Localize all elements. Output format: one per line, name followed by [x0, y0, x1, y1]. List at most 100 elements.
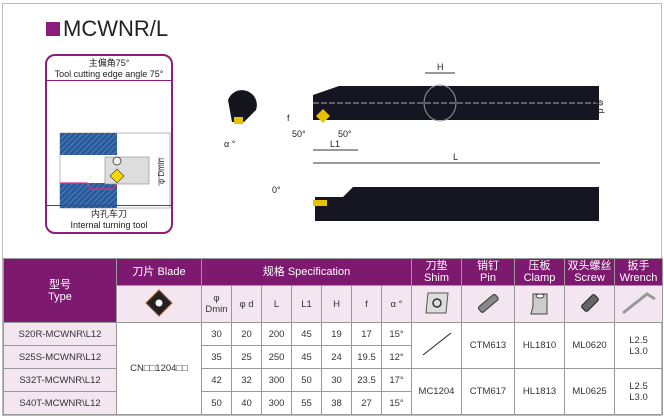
page-title: MCWNR/L [46, 16, 168, 42]
clamp-cell: HL1813 [514, 368, 565, 415]
clamp-icon [514, 285, 565, 323]
wrench-cn: 扳手 [627, 260, 650, 272]
type-cell: S40T-MCWNR\L12 [3, 391, 117, 415]
screw-cell: ML0625 [564, 368, 615, 415]
spec-cell: 23.5 [351, 368, 382, 392]
wrench-size: L3.0 [629, 345, 648, 357]
angle-en: Tool cutting edge angle 75° [54, 69, 164, 79]
col-h: H [321, 285, 352, 323]
clamp-cn: 压板 [528, 260, 551, 272]
pin-cell: CTM613 [461, 322, 515, 369]
type-en: Type [48, 290, 72, 303]
h-label: H [437, 62, 444, 72]
spec-cell: 42 [201, 368, 232, 392]
wrench-size: L3.0 [629, 391, 648, 403]
shim-en: Shim [423, 272, 450, 284]
angle-cn: 主偏角75° [88, 58, 130, 68]
f-label: f [287, 113, 290, 123]
l1-label: L1 [330, 139, 340, 149]
clamp-cell: HL1810 [514, 322, 565, 369]
shim-none [411, 322, 462, 369]
type-cn: 型号 [49, 278, 71, 291]
spec-cell: 27 [351, 391, 382, 415]
col-dmin: φ Dmin [201, 285, 232, 323]
spec-cell: 300 [261, 391, 292, 415]
spec-cell: 50 [291, 368, 322, 392]
blade-header: 刀片 Blade [116, 258, 202, 286]
spec-cell: 15° [381, 391, 412, 415]
page-frame [2, 3, 662, 416]
pin-icon [461, 285, 515, 323]
type-cell: S32T-MCWNR\L12 [3, 368, 117, 392]
screw-en: Screw [574, 272, 605, 284]
spec-header: 规格 Specification [201, 258, 412, 286]
screw-cn: 双头螺丝 [567, 260, 612, 272]
spec-cell: 38 [321, 391, 352, 415]
spec-cell: 50 [201, 391, 232, 415]
type-cell: S20R-MCWNR\L12 [3, 322, 117, 346]
d-label: φ d [596, 100, 606, 113]
spec-cell: 15° [381, 322, 412, 346]
boring-diagram: φ Dmin [59, 132, 171, 209]
spec-cell: 24 [321, 345, 352, 369]
screw-cell: ML0620 [564, 322, 615, 369]
spec-cell: 200 [261, 322, 292, 346]
dmin-label: φ Dmin [157, 158, 166, 184]
spec-cell: 35 [201, 345, 232, 369]
spec-cell: 32 [231, 368, 262, 392]
shim-cn: 刀垫 [425, 260, 448, 272]
type-cell: S25S-MCWNR\L12 [3, 345, 117, 369]
pin-cell: CTM617 [461, 368, 515, 415]
spec-cell: 250 [261, 345, 292, 369]
angle-50-left: 50° [292, 129, 306, 139]
wrench-size: L2.5 [629, 334, 648, 346]
spec-cell: 300 [261, 368, 292, 392]
card-header: 主偏角75°Tool cutting edge angle 75° [47, 56, 171, 81]
spec-cell: 17 [351, 322, 382, 346]
spec-cell: 45 [291, 322, 322, 346]
wrench-size: L2.5 [629, 380, 648, 392]
tool-cn: 内孔车刀 [90, 209, 127, 219]
spec-cell: 30 [201, 322, 232, 346]
tool-angle-card: 主偏角75°Tool cutting edge angle 75° φ Dmin… [45, 54, 173, 234]
end-view [228, 90, 257, 122]
title-marker-icon [46, 22, 60, 36]
l-label: L [453, 152, 458, 162]
angle-50-right: 50° [338, 129, 352, 139]
wrench-en: Wrench [619, 272, 658, 284]
insert-cell: CN□□1204□□ [116, 322, 202, 415]
spec-cell: 25 [231, 345, 262, 369]
insert-icon [116, 285, 202, 323]
pin-cn: 销钉 [477, 260, 499, 272]
shim-icon [411, 285, 462, 323]
spec-cell: 17° [381, 368, 412, 392]
spec-cell: 12° [381, 345, 412, 369]
spec-cell: 30 [321, 368, 352, 392]
zero-angle-label: 0° [272, 185, 281, 195]
pin-en: Pin [480, 272, 496, 284]
wrench-icon [614, 285, 663, 323]
spec-cell: 45 [291, 345, 322, 369]
spec-cell: 40 [231, 391, 262, 415]
shim-cell: MC1204 [411, 368, 462, 415]
tool-en: Internal turning tool [70, 220, 148, 230]
title-text: MCWNR/L [63, 16, 169, 41]
alpha-label: α ° [224, 139, 236, 149]
clamp-en: Clamp [523, 272, 556, 284]
col-l1: L1 [291, 285, 322, 323]
screw-icon [564, 285, 615, 323]
col-f: f [351, 285, 382, 323]
